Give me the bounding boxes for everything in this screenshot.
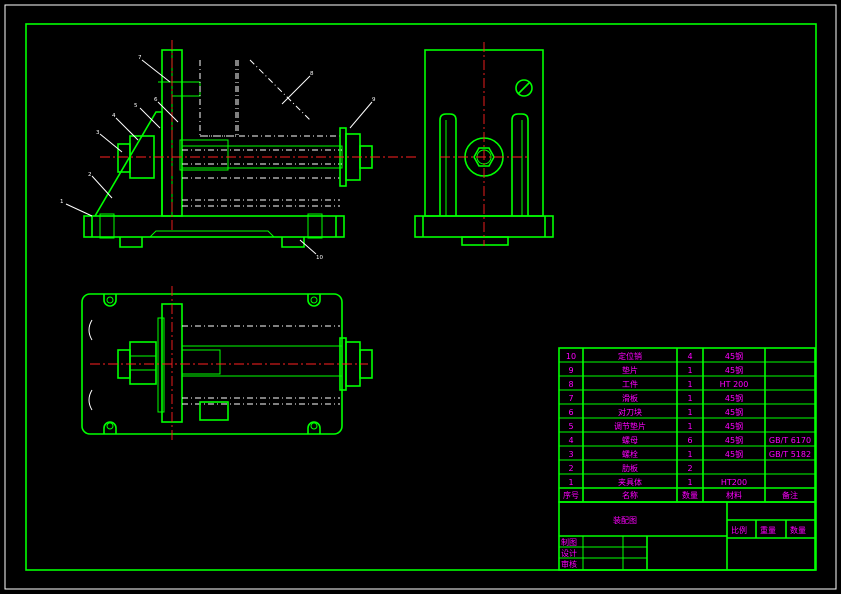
- bom-name: 夹具体: [618, 477, 642, 487]
- balloon-6: 6: [154, 97, 158, 103]
- bom-name: 螺母: [622, 435, 638, 445]
- bom-qty: 6: [687, 436, 692, 445]
- bom-qty-header: 数量: [682, 490, 698, 500]
- scale-label: 比例: [731, 525, 747, 535]
- drawing-name: 装配图: [613, 515, 637, 525]
- bom-name: 定位销: [618, 351, 642, 361]
- bom-remark-header: 备注: [782, 490, 798, 500]
- bom-no: 2: [568, 464, 573, 473]
- balloon-7: 7: [138, 55, 142, 61]
- bom-no: 9: [568, 366, 573, 375]
- bom-material: 45钢: [725, 351, 743, 361]
- top-view: [81, 286, 373, 440]
- weight-label: 重量: [760, 525, 776, 535]
- bom-name: 肋板: [622, 463, 638, 473]
- title-block: 装配图 比例 重量 数量 制图 设计 审核: [558, 501, 816, 571]
- balloon-4: 4: [112, 113, 116, 119]
- drawn-label: 制图: [561, 537, 577, 547]
- bom-no: 5: [568, 422, 573, 431]
- bom-name-header: 名称: [622, 490, 638, 500]
- bom-qty: 1: [687, 380, 692, 389]
- bom-name: 调节垫片: [614, 421, 646, 431]
- bom-name: 螺栓: [622, 449, 638, 459]
- bom-qty: 1: [687, 478, 692, 487]
- bom-material: 45钢: [725, 449, 743, 459]
- bom-no: 1: [568, 478, 573, 487]
- balloon-10: 10: [316, 255, 323, 261]
- bom-no: 8: [568, 380, 573, 389]
- bom-name: 滑板: [622, 393, 638, 403]
- bom-no-header: 序号: [563, 490, 579, 500]
- part-balloons: 1 2 3 4 5 6 7 8 9 10: [60, 55, 376, 261]
- bom-qty: 4: [687, 352, 692, 361]
- bom-qty: 1: [687, 450, 692, 459]
- bom-remark: GB/T 5182: [769, 450, 811, 459]
- front-view: [65, 40, 418, 255]
- bom-qty: 2: [687, 464, 692, 473]
- bom-name: 垫片: [622, 365, 638, 375]
- bom-no: 6: [568, 408, 573, 417]
- bom-qty: 1: [687, 422, 692, 431]
- balloon-3: 3: [96, 130, 100, 136]
- side-view: [414, 42, 554, 246]
- outer-frame: [4, 4, 837, 590]
- balloon-5: 5: [134, 103, 138, 109]
- bom-qty: 1: [687, 366, 692, 375]
- design-label: 设计: [561, 548, 577, 558]
- bom-name: 工件: [622, 379, 638, 389]
- balloon-8: 8: [310, 71, 314, 77]
- balloon-9: 9: [372, 97, 376, 103]
- balloon-2: 2: [88, 172, 92, 178]
- balloon-1: 1: [60, 199, 64, 205]
- bom-no: 4: [568, 436, 573, 445]
- bom-material: 45钢: [725, 393, 743, 403]
- bom-material: HT200: [721, 478, 747, 487]
- bom-no: 3: [568, 450, 573, 459]
- bom-no: 10: [566, 352, 576, 361]
- bom-material: 45钢: [725, 365, 743, 375]
- inner-frame: [25, 23, 817, 571]
- bom-qty: 1: [687, 408, 692, 417]
- bom-no: 7: [568, 394, 573, 403]
- bom-material-header: 材料: [726, 490, 742, 500]
- check-label: 审核: [561, 559, 577, 569]
- bom-name: 对刀块: [618, 407, 642, 417]
- bom-qty: 1: [687, 394, 692, 403]
- bom-material: 45钢: [725, 407, 743, 417]
- quantity-label: 数量: [790, 525, 806, 535]
- bom-material: 45钢: [725, 435, 743, 445]
- bom-material: 45钢: [725, 421, 743, 431]
- bom-remark: GB/T 6170: [769, 436, 811, 445]
- bom-material: HT 200: [720, 380, 749, 389]
